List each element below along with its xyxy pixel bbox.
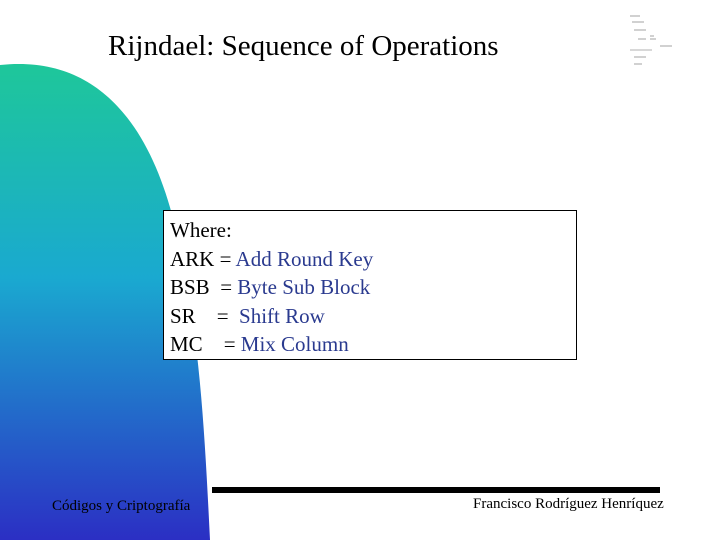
definitions-list: Where: ARK = Add Round Key BSB = Byte Su… xyxy=(170,216,373,359)
footer-course-name: Códigos y Criptografía xyxy=(52,498,191,514)
slide-title: Rijndael: Sequence of Operations xyxy=(108,30,499,62)
definition-meaning: Add Round Key xyxy=(235,246,374,271)
definition-meaning: Mix Column xyxy=(240,332,349,356)
definition-abbr: MC xyxy=(170,332,224,356)
definition-abbr: ARK xyxy=(170,246,220,271)
definitions-heading: Where: xyxy=(170,218,232,242)
definition-bsb: BSB = Byte Sub Block xyxy=(170,273,373,302)
definition-abbr: BSB xyxy=(170,275,221,299)
definition-ark: ARK = Add Round Key xyxy=(170,245,373,274)
logo-icon xyxy=(620,10,680,70)
definition-equals: = xyxy=(223,332,241,356)
definition-meaning: Byte Sub Block xyxy=(237,275,371,299)
definition-equals: = xyxy=(219,246,236,271)
definition-abbr: SR xyxy=(170,303,217,328)
definition-meaning: Shift Row xyxy=(239,303,325,328)
footer-divider xyxy=(212,487,660,493)
definition-sr: SR = Shift Row xyxy=(170,302,373,331)
definitions-box xyxy=(163,210,577,360)
definition-equals: = xyxy=(216,303,240,328)
definition-mc: MC = Mix Column xyxy=(170,330,373,359)
footer-author: Francisco Rodríguez Henríquez xyxy=(473,496,664,512)
definition-equals: = xyxy=(220,275,238,299)
